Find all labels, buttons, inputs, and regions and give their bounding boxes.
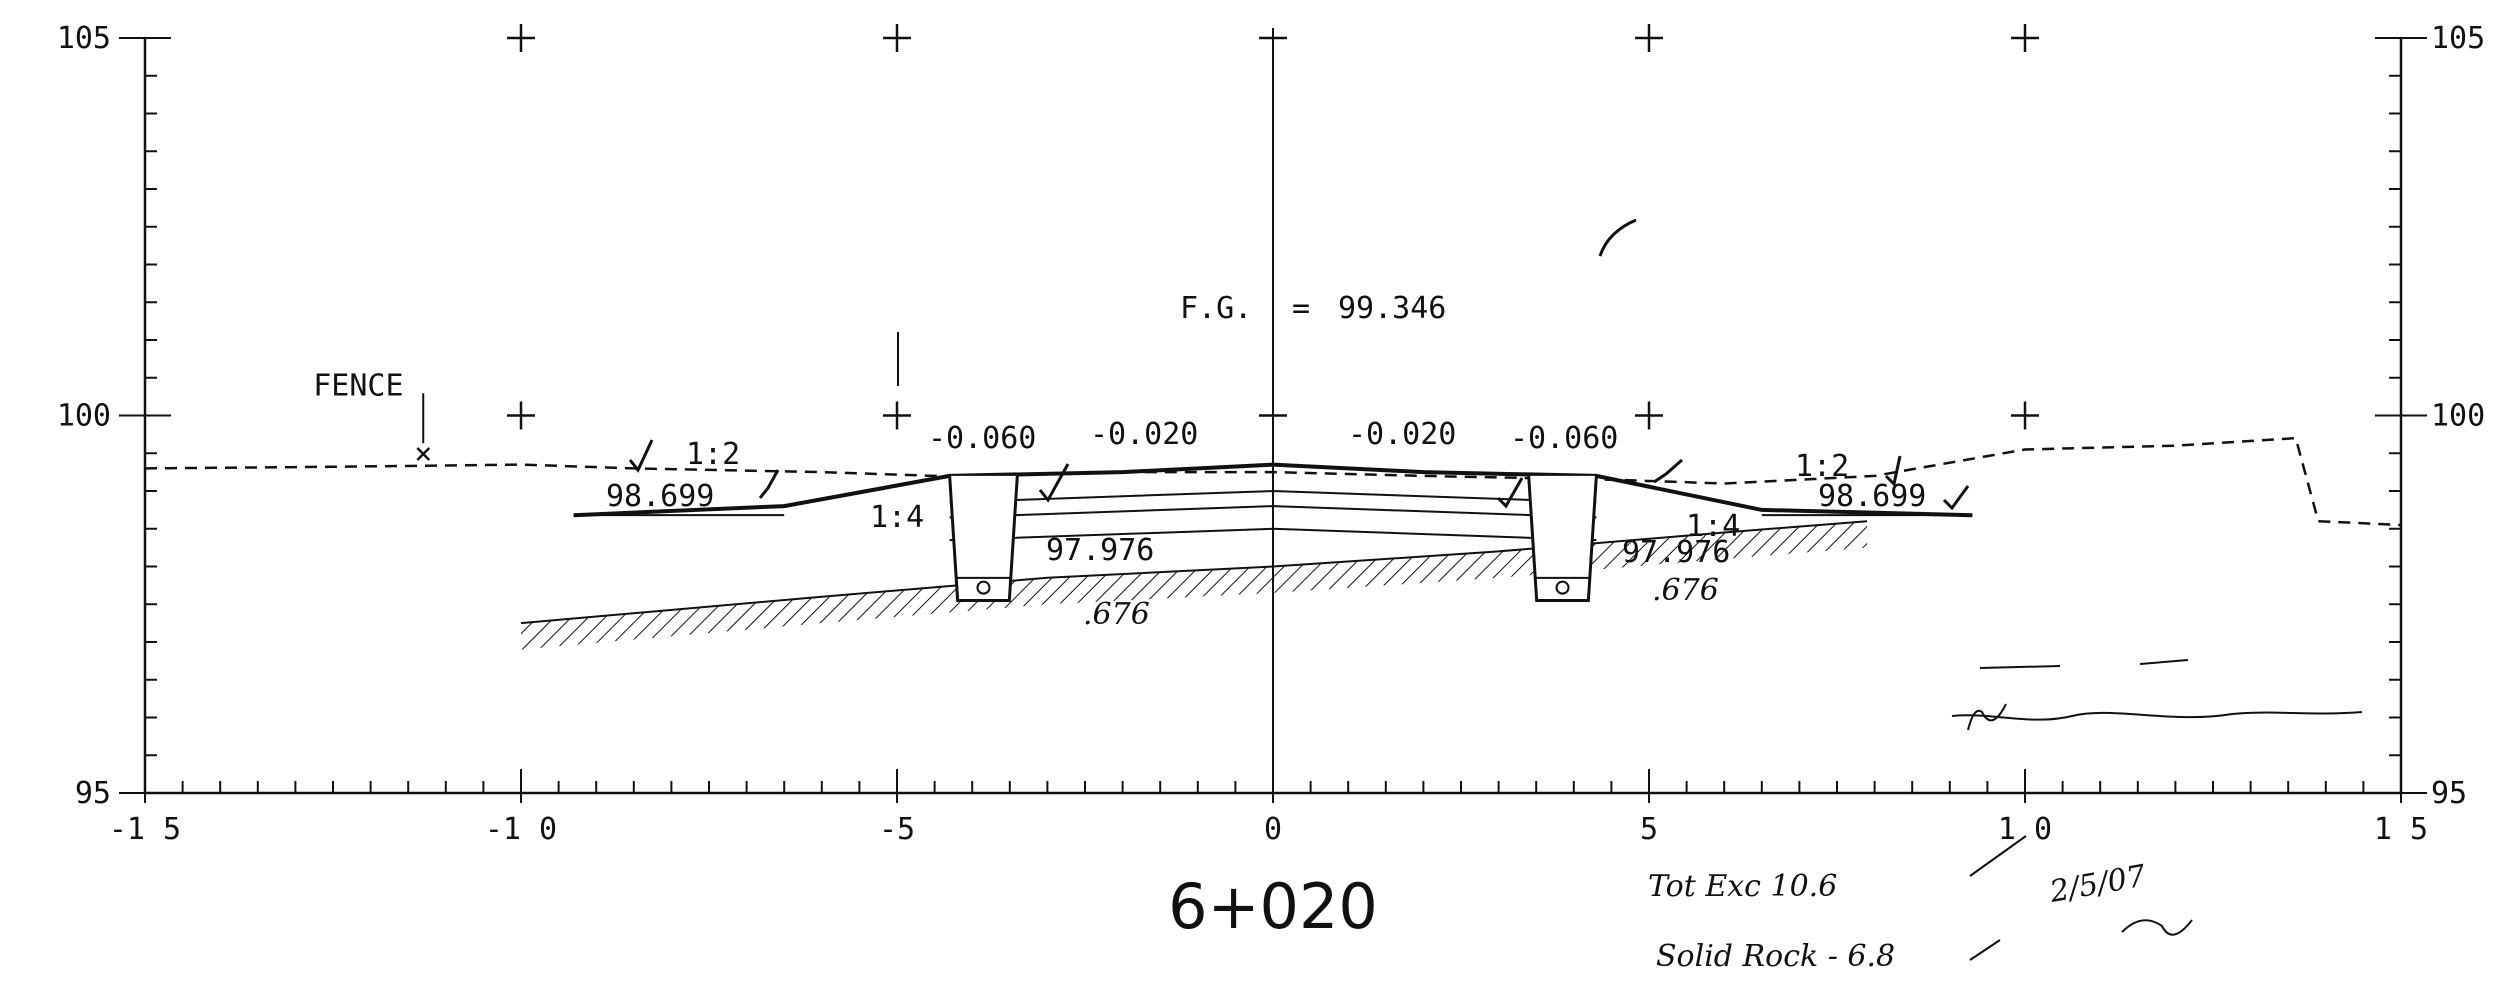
- x-tick-label: 1 5: [2374, 812, 2428, 847]
- note-dash-1: [1969, 835, 2027, 877]
- ditch-box: [1527, 475, 1598, 602]
- cross-slope-right-inner: -0.020: [1348, 417, 1456, 452]
- check-mark-icon: [1942, 485, 1970, 511]
- ditch-outline: [1527, 475, 1598, 602]
- drain-pipe-icon: [1555, 580, 1570, 595]
- note-dash-2: [1969, 939, 2001, 961]
- fg-equals: =: [1292, 291, 1310, 326]
- check-mark-icon: [1598, 218, 1637, 257]
- existing-ground-line: [144, 436, 2402, 527]
- y-left-label: 105: [57, 21, 111, 56]
- x-tick-label: 0: [1264, 812, 1282, 847]
- elevation-right-shoulder: 98.699: [1818, 479, 1926, 514]
- x-tick-label: 5: [1640, 812, 1658, 847]
- fence-x-icon: ×: [414, 436, 432, 471]
- note-solid-rock: Solid Rock - 6.8: [1656, 939, 1895, 974]
- y-right-label: 100: [2431, 399, 2485, 434]
- elevation-right-ditch: 97.976: [1622, 535, 1730, 570]
- grid-cross: [1635, 401, 1663, 430]
- initials-mark: [2121, 919, 2193, 936]
- x-tick-label: 1 0: [1998, 812, 2052, 847]
- fg-label: F.G.: [1180, 291, 1252, 326]
- ditch-note-left: .676: [1083, 597, 1150, 632]
- design-profile-line: [573, 462, 1973, 518]
- check-mark-icon: [628, 439, 654, 473]
- station-label: 6+020: [1168, 870, 1378, 943]
- ditch-outline: [948, 475, 1019, 602]
- drain-pipe-icon: [976, 580, 991, 595]
- grid-crosses: [507, 24, 2039, 430]
- check-mark-icon: [1038, 463, 1070, 503]
- grid-cross: [2011, 24, 2039, 52]
- rock-line: [520, 520, 1868, 625]
- x-tick-label: -5: [879, 812, 915, 847]
- y-right-label: 95: [2431, 776, 2467, 811]
- grid-cross: [507, 401, 535, 430]
- check-marks: [628, 218, 1970, 511]
- slope-left-top: 1:2: [686, 437, 740, 472]
- ditch-note-right: .676: [1652, 573, 1719, 608]
- y-right-label: 105: [2431, 21, 2485, 56]
- cross-slope-left-inner: -0.020: [1090, 417, 1198, 452]
- grid-cross: [507, 24, 535, 52]
- note-date: 2/5/07: [2046, 858, 2149, 910]
- grid-cross: [1635, 24, 1663, 52]
- pavement-layer-line: [949, 505, 1597, 519]
- fence-marker: × FENCE: [313, 368, 432, 471]
- minor-ticks: [119, 37, 2427, 803]
- rock-hatch-area: [521, 521, 1868, 650]
- cross-slope-left-outer: -0.060: [928, 421, 1036, 456]
- ditch-structures: [948, 475, 1598, 602]
- slope-right-top: 1:2: [1795, 449, 1849, 484]
- axes-frame: [143, 28, 2403, 795]
- check-mark-icon: [1496, 477, 1524, 509]
- fg-value: 99.346: [1338, 291, 1446, 326]
- scribble-mark: [1951, 659, 2363, 731]
- note-total-excavation: Tot Exc 10.6: [1648, 869, 1837, 904]
- grid-cross: [883, 24, 911, 52]
- pavement-layer-line: [949, 527, 1597, 542]
- elevation-left-shoulder: 98.699: [606, 479, 714, 514]
- elevation-left-ditch: 97.976: [1046, 533, 1154, 568]
- y-left-label: 100: [57, 399, 111, 434]
- fence-label: FENCE: [313, 368, 403, 403]
- check-mark-icon: [758, 469, 780, 499]
- slope-left-bottom: 1:4: [870, 500, 924, 535]
- pavement-layer-line: [949, 489, 1597, 504]
- y-axis-labels: 105 100 95 105 100 95: [57, 21, 2485, 811]
- cross-slope-right-outer: -0.060: [1510, 421, 1618, 456]
- x-tick-label: -1 5: [109, 812, 181, 847]
- pavement-layers: [573, 489, 1973, 542]
- y-left-label: 95: [75, 776, 111, 811]
- check-mark-icon: [1884, 455, 1902, 488]
- finished-grade-annotation: F.G. = 99.346: [897, 285, 1446, 386]
- grid-cross: [2011, 401, 2039, 430]
- grid-cross: [883, 401, 911, 430]
- x-axis-labels: -1 5 -1 0 -5 0 5 1 0 1 5: [109, 812, 2428, 847]
- check-mark-icon: [1653, 458, 1683, 484]
- x-tick-label: -1 0: [485, 812, 557, 847]
- ditch-box: [948, 475, 1019, 602]
- slope-right-bottom: 1:4: [1686, 509, 1740, 544]
